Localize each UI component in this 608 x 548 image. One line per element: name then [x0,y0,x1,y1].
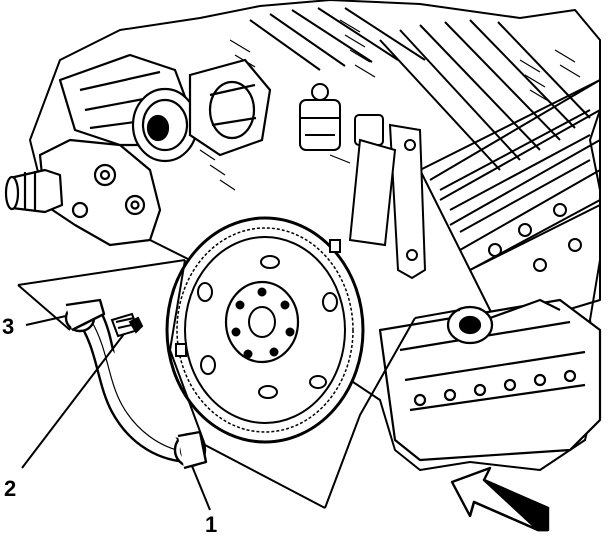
flexplate [165,216,365,444]
callout-1: 1 [205,512,217,537]
mounting-bolt [110,312,144,338]
leader-line-1 [191,465,211,511]
leader-line-2 [21,333,125,469]
callout-3: 3 [2,314,14,339]
callout-2: 2 [4,476,16,501]
throttle-body [188,58,272,157]
water-pump-assembly [4,53,192,247]
engine-bracket [348,123,427,280]
view-direction-arrow-icon [450,466,550,532]
idler-pulley [131,87,199,163]
coolant-pipe [64,298,208,470]
sensor-cluster [299,83,384,151]
leader-line-3 [25,315,67,326]
oil-pan [378,298,602,462]
callout-leaders [21,315,211,511]
